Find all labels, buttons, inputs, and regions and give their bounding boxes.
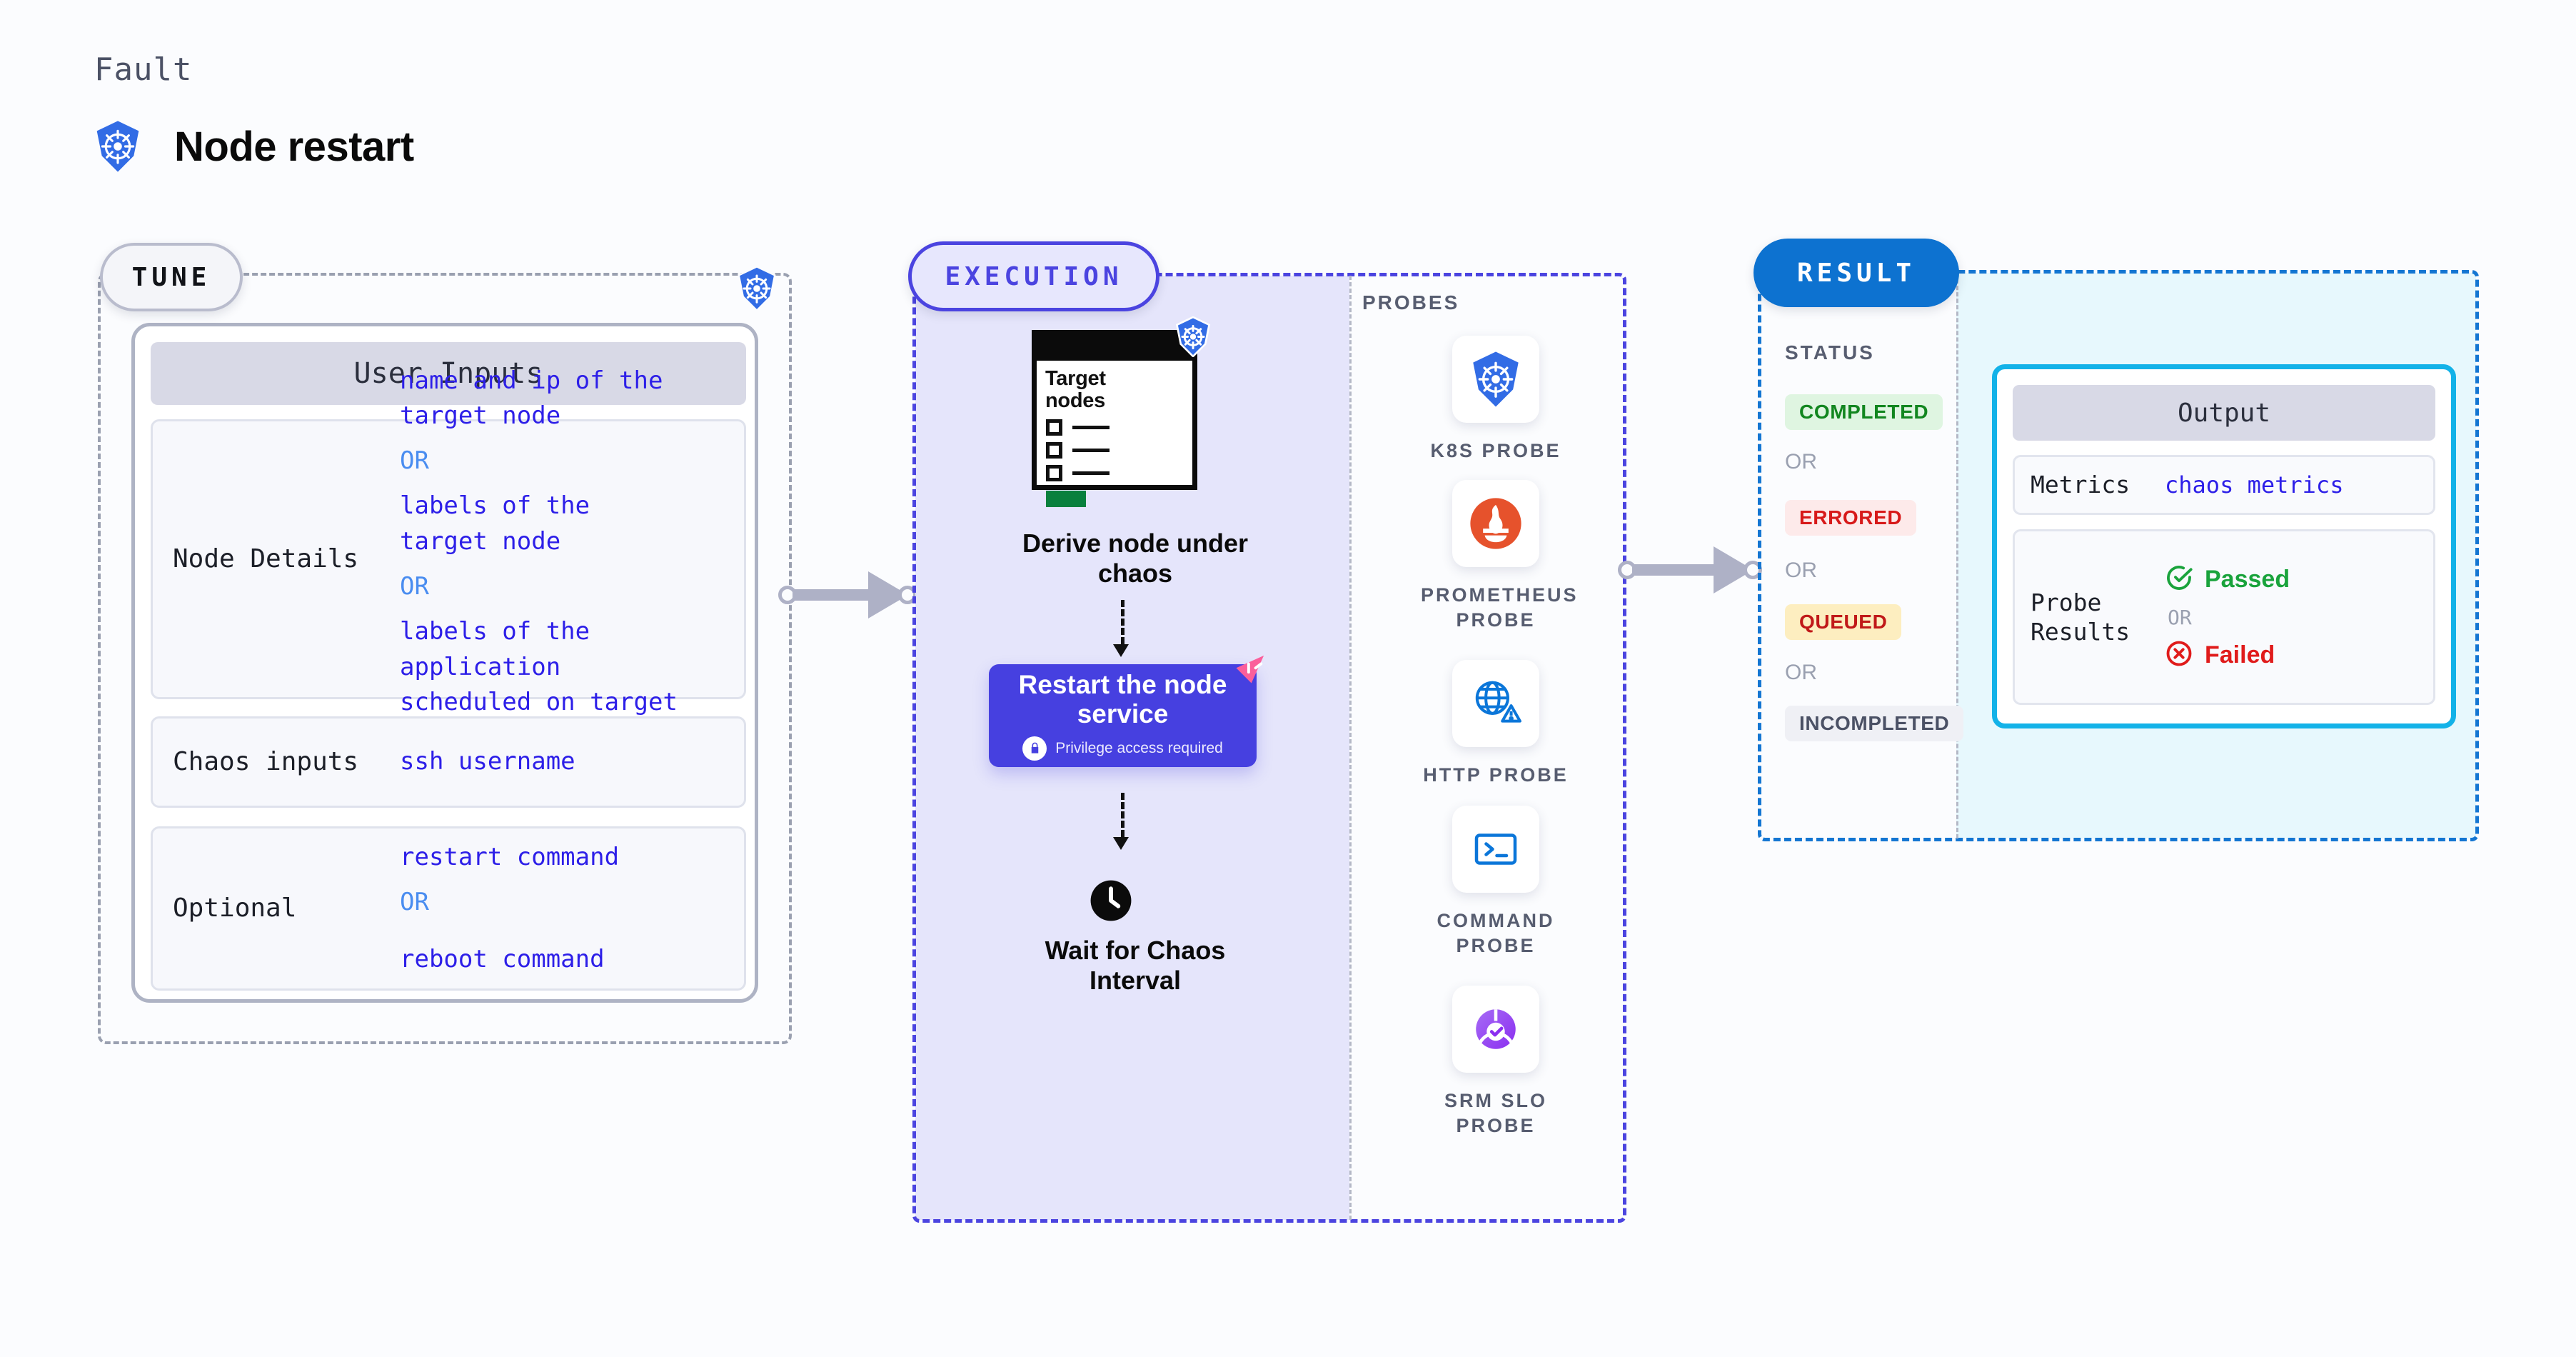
restart-node-service-card[interactable]: Restart the node service Privilege acces… bbox=[989, 655, 1264, 767]
kubernetes-icon bbox=[93, 120, 143, 173]
input-row-chaos-inputs[interactable]: Chaos inputs ssh username bbox=[151, 716, 746, 808]
kubernetes-icon bbox=[1174, 316, 1212, 361]
output-row-probe-results[interactable]: Probe Results Passed OR bbox=[2013, 529, 2435, 705]
probe-label: HTTP PROBE bbox=[1423, 764, 1569, 786]
execution-panel bbox=[912, 273, 1626, 1223]
input-values: restart command OR reboot command bbox=[400, 843, 620, 973]
kubernetes-icon bbox=[735, 266, 778, 315]
fault-eyebrow: Fault bbox=[94, 51, 193, 88]
execution-badge[interactable]: EXECUTION bbox=[908, 241, 1159, 311]
status-badge-completed: COMPLETED bbox=[1785, 394, 1943, 430]
result-inner-divider bbox=[1956, 273, 1958, 838]
probe-k8s[interactable]: K8S PROBE bbox=[1421, 336, 1571, 464]
result-badge[interactable]: RESULT bbox=[1754, 239, 1959, 307]
status-badge-errored: ERRORED bbox=[1785, 500, 1917, 536]
status-title: STATUS bbox=[1785, 341, 1875, 364]
probe-label: COMMAND PROBE bbox=[1437, 910, 1555, 957]
probe-srm-slo[interactable]: SRM SLO PROBE bbox=[1421, 986, 1571, 1138]
output-key: Metrics bbox=[2031, 471, 2130, 499]
confirm-bar[interactable] bbox=[1046, 490, 1086, 507]
target-nodes-card: Target nodes bbox=[1032, 316, 1211, 507]
input-values: name and ip of the target node OR labels… bbox=[400, 366, 678, 752]
connector-tune-to-execution bbox=[778, 571, 917, 619]
execution-probes-divider bbox=[1349, 276, 1352, 1220]
probe-result-failed: Failed bbox=[2165, 639, 2290, 671]
placeholder-line bbox=[1072, 471, 1110, 475]
derive-node-caption: Derive node under chaos bbox=[1022, 529, 1249, 589]
failed-label: Failed bbox=[2205, 641, 2275, 669]
kubernetes-icon bbox=[1452, 336, 1539, 423]
probe-label: PROMETHEUS PROBE bbox=[1421, 584, 1579, 631]
input-values: ssh username bbox=[400, 747, 575, 776]
checkbox-icon[interactable] bbox=[1046, 464, 1062, 481]
target-card-titlebar bbox=[1037, 335, 1192, 361]
probe-label: K8S PROBE bbox=[1430, 440, 1561, 461]
connector-execution-to-result bbox=[1618, 546, 1762, 594]
probes-title: PROBES bbox=[1362, 291, 1460, 314]
status-badge-queued: QUEUED bbox=[1785, 604, 1902, 640]
probe-result-values: Passed OR Failed bbox=[2165, 564, 2290, 671]
result-panel bbox=[1758, 270, 2479, 841]
or-separator: OR bbox=[1785, 450, 1817, 474]
page-title: Node restart bbox=[93, 120, 414, 173]
checkbox-icon[interactable] bbox=[1046, 419, 1062, 436]
or-separator: OR bbox=[1785, 661, 1817, 684]
flow-arrow-down bbox=[1113, 600, 1129, 657]
status-badge-incompleted: INCOMPLETED bbox=[1785, 706, 1964, 741]
flow-arrow-down bbox=[1113, 793, 1129, 850]
globe-warning-icon bbox=[1452, 660, 1539, 747]
target-node-item[interactable] bbox=[1037, 419, 1192, 436]
user-inputs-card: User Inputs Node Details name and ip of … bbox=[131, 323, 758, 1003]
probe-prometheus[interactable]: PROMETHEUS PROBE bbox=[1421, 480, 1579, 633]
output-row-metrics[interactable]: Metrics chaos metrics bbox=[2013, 455, 2435, 515]
probe-result-passed: Passed bbox=[2165, 564, 2290, 596]
output-key: Probe Results bbox=[2031, 588, 2130, 646]
connector-line bbox=[793, 589, 871, 601]
input-row-node-details[interactable]: Node Details name and ip of the target n… bbox=[151, 366, 746, 751]
x-circle-icon bbox=[2165, 639, 2193, 671]
srm-slo-icon bbox=[1452, 986, 1539, 1073]
or-separator: OR bbox=[1785, 559, 1817, 582]
wait-interval-caption: Wait for Chaos Interval bbox=[1045, 936, 1226, 996]
passed-label: Passed bbox=[2205, 565, 2290, 593]
probe-command[interactable]: COMMAND PROBE bbox=[1421, 806, 1571, 958]
input-key: Optional bbox=[173, 893, 297, 923]
placeholder-line bbox=[1072, 425, 1110, 429]
probe-http[interactable]: HTTP PROBE bbox=[1421, 660, 1571, 788]
check-circle-icon bbox=[2165, 564, 2193, 596]
output-value: chaos metrics bbox=[2165, 471, 2344, 499]
privilege-note: Privilege access required bbox=[1022, 736, 1223, 761]
output-card: Output Metrics chaos metrics Probe Resul… bbox=[1992, 364, 2456, 728]
target-card-title: Target nodes bbox=[1045, 367, 1106, 413]
or-separator: OR bbox=[2168, 605, 2192, 629]
output-title: Output bbox=[2013, 385, 2435, 441]
party-popper-icon bbox=[1225, 653, 1267, 698]
page-title-text: Node restart bbox=[174, 123, 414, 170]
probe-label: SRM SLO PROBE bbox=[1444, 1090, 1547, 1137]
connector-line bbox=[1632, 564, 1716, 576]
tune-badge[interactable]: TUNE bbox=[100, 243, 243, 311]
clock-icon bbox=[1089, 878, 1133, 926]
target-node-item[interactable] bbox=[1037, 464, 1192, 481]
input-row-optional[interactable]: Optional restart command OR reboot comma… bbox=[151, 826, 746, 991]
user-inputs-title: User Inputs bbox=[151, 342, 746, 405]
prometheus-icon bbox=[1452, 480, 1539, 567]
checkbox-icon[interactable] bbox=[1046, 441, 1062, 459]
placeholder-line bbox=[1072, 448, 1110, 452]
tune-panel bbox=[98, 273, 792, 1044]
restart-card-title: Restart the node service bbox=[1018, 670, 1227, 728]
target-node-item[interactable] bbox=[1037, 441, 1192, 459]
privilege-note-text: Privilege access required bbox=[1055, 739, 1223, 756]
input-key: Chaos inputs bbox=[173, 746, 359, 776]
lock-icon bbox=[1022, 736, 1047, 761]
terminal-icon bbox=[1452, 806, 1539, 893]
input-key: Node Details bbox=[173, 544, 359, 574]
